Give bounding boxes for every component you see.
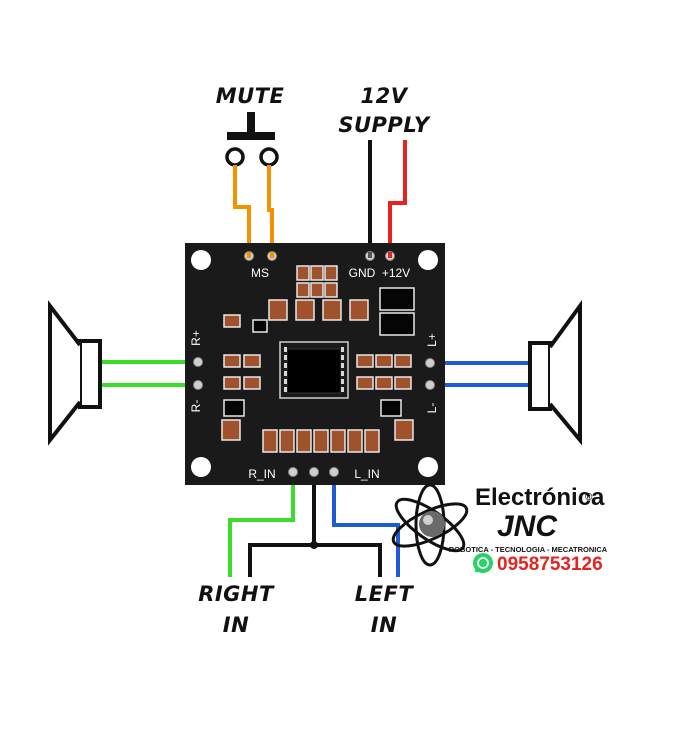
supply-12v-wire — [388, 140, 407, 255]
pcb-label-gnd: GND — [349, 266, 376, 280]
amplifier-ic-chip — [279, 341, 349, 399]
mounting-hole — [191, 250, 211, 270]
brand-registered-mark: ® — [585, 492, 593, 503]
l-minus-pad — [425, 380, 435, 390]
smd-components — [221, 265, 415, 453]
supply-label-line1: 12V — [361, 84, 409, 108]
pcb-label-12v: +12V — [382, 266, 410, 280]
brand-phone: 0958753126 — [497, 554, 603, 575]
mounting-hole — [418, 250, 438, 270]
mute-wire-b — [267, 165, 274, 255]
left-in-label-line1: LEFT — [355, 582, 415, 606]
atom-logo-icon — [391, 483, 469, 567]
left-in-label-line2: IN — [371, 613, 397, 637]
brand-name: Electrónica — [475, 484, 605, 511]
mute-pushbutton-icon — [225, 112, 279, 167]
left-speaker-icon — [528, 299, 582, 446]
r-plus-pad — [193, 357, 203, 367]
l-in-pad — [329, 467, 339, 477]
left-in-signal-wire — [332, 472, 400, 577]
supply-label-line2: SUPPLY — [338, 113, 431, 137]
r-minus-pad — [193, 380, 203, 390]
gnd-in-pad — [309, 467, 319, 477]
right-in-label-line1: RIGHT — [198, 582, 275, 606]
input-ground-split — [248, 543, 382, 577]
ground-junction-dot — [310, 541, 318, 549]
mounting-hole — [418, 457, 438, 477]
pcb-label-l-plus: L+ — [425, 333, 439, 347]
pcb-label-l-minus: L- — [425, 403, 439, 414]
amplifier-pcb: MS GND +12V R+ R- L+ L- R_IN L_IN — [185, 243, 445, 485]
right-in-label-line2: IN — [223, 613, 249, 637]
pcb-label-r-plus: R+ — [189, 330, 203, 346]
mute-label: MUTE — [216, 84, 285, 108]
brand-jnc: JNC — [497, 510, 558, 543]
pcb-label-ms: MS — [251, 266, 269, 280]
wires — [100, 140, 530, 577]
l-plus-pad — [425, 358, 435, 368]
mute-wire-a — [233, 165, 251, 255]
pcb-label-r-minus: R- — [189, 400, 203, 413]
brand-tagline: ROBOTICA - TECNOLOGIA - MECATRONICA — [449, 545, 608, 554]
mounting-hole — [191, 457, 211, 477]
whatsapp-icon — [473, 553, 493, 573]
pcb-label-r-in: R_IN — [248, 467, 275, 481]
right-speaker-icon — [48, 300, 102, 446]
pcb-label-l-in: L_IN — [354, 467, 379, 481]
r-in-pad — [288, 467, 298, 477]
right-in-signal-wire — [228, 472, 295, 577]
